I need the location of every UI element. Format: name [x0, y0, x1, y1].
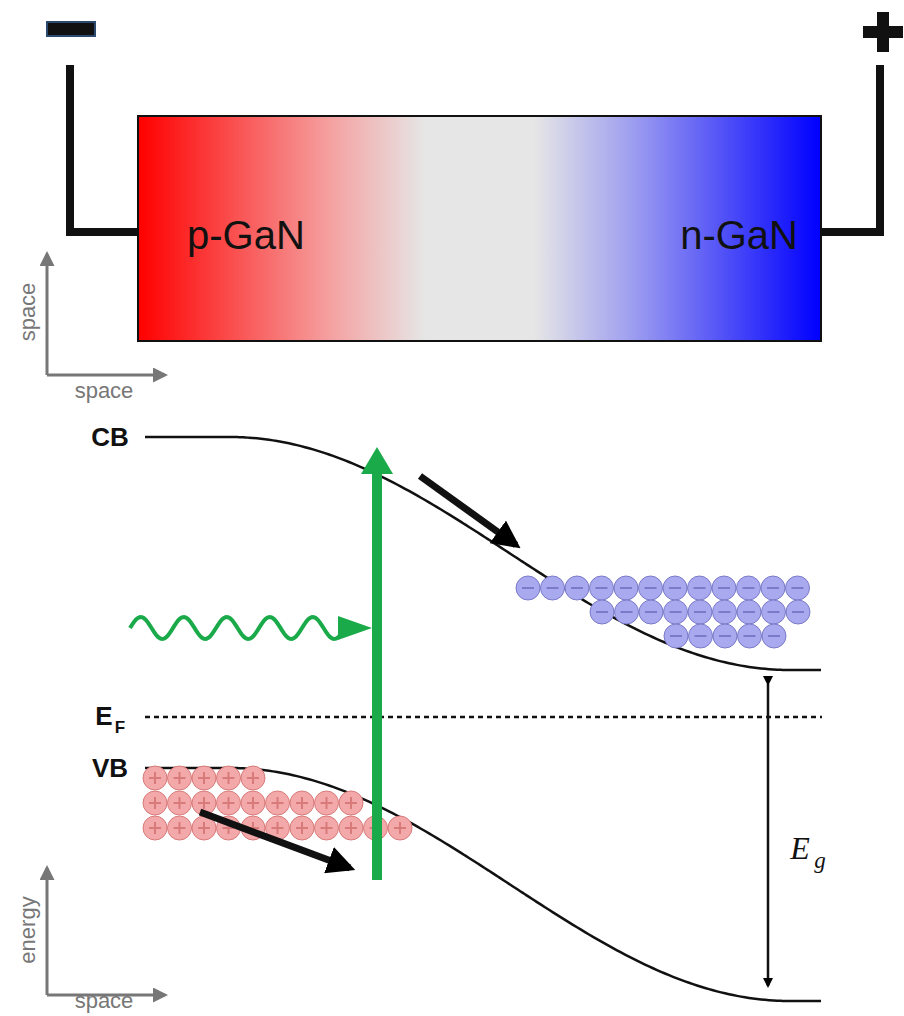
wire	[822, 65, 880, 232]
excitation-arrow	[372, 470, 382, 880]
carriers	[143, 576, 810, 840]
bandgap-label: g	[814, 849, 826, 872]
electron	[664, 600, 688, 624]
electron-drift-arrow	[420, 476, 516, 545]
electron	[516, 576, 540, 600]
hole	[290, 816, 314, 840]
electron	[713, 624, 737, 648]
fermi-label: F	[115, 719, 125, 736]
hole	[168, 766, 192, 790]
hole	[217, 791, 241, 815]
hole	[168, 791, 192, 815]
electron	[688, 576, 712, 600]
axis	[47, 374, 165, 377]
minus-terminal	[47, 22, 95, 36]
axis-label: energy	[17, 896, 39, 963]
excitation-arrowhead	[361, 447, 393, 474]
photon	[130, 616, 372, 640]
axis-label: space	[17, 283, 39, 342]
electron	[786, 600, 810, 624]
hole	[339, 816, 363, 840]
hole	[217, 766, 241, 790]
hole	[266, 791, 290, 815]
electron	[689, 624, 713, 648]
electron	[590, 600, 614, 624]
band-label: VB	[92, 755, 128, 781]
hole	[241, 791, 265, 815]
electron	[639, 600, 663, 624]
plus-terminal	[877, 12, 889, 52]
electron	[541, 576, 565, 600]
hole	[192, 766, 216, 790]
region-label: p-GaN	[187, 215, 305, 255]
electron	[663, 576, 687, 600]
bandgap-label: E	[790, 832, 810, 864]
wire	[70, 65, 137, 232]
hole	[143, 766, 167, 790]
electron	[737, 600, 761, 624]
electron	[786, 576, 810, 600]
band-label: CB	[91, 424, 129, 450]
hole	[315, 816, 339, 840]
hole	[290, 791, 314, 815]
fermi-level	[145, 716, 822, 719]
axis	[46, 254, 49, 375]
band-edge	[145, 437, 821, 670]
electron	[712, 576, 736, 600]
electron	[590, 576, 614, 600]
axis-label: space	[75, 990, 134, 1012]
electron	[664, 624, 688, 648]
axis	[46, 868, 49, 995]
electron	[688, 600, 712, 624]
electron	[761, 576, 785, 600]
electron	[614, 576, 638, 600]
axis-label: space	[75, 380, 134, 402]
gan-pn-junction: p-GaN n-GaN	[137, 115, 822, 342]
band-edges	[145, 437, 821, 1001]
hole	[143, 791, 167, 815]
region-label: n-GaN	[680, 215, 798, 255]
electron	[713, 600, 737, 624]
electron	[639, 576, 663, 600]
hole	[315, 791, 339, 815]
band-edge	[145, 768, 821, 1001]
hole	[388, 816, 412, 840]
hole	[168, 816, 192, 840]
electron	[762, 600, 786, 624]
bandgap-arrow	[767, 684, 770, 986]
fermi-label: E	[95, 703, 112, 729]
hole-drift-arrow	[200, 812, 350, 868]
hole	[143, 816, 167, 840]
electron	[565, 576, 589, 600]
hole	[339, 791, 363, 815]
electron	[738, 624, 762, 648]
electron	[762, 624, 786, 648]
electron	[615, 600, 639, 624]
hole	[241, 766, 265, 790]
electron	[737, 576, 761, 600]
